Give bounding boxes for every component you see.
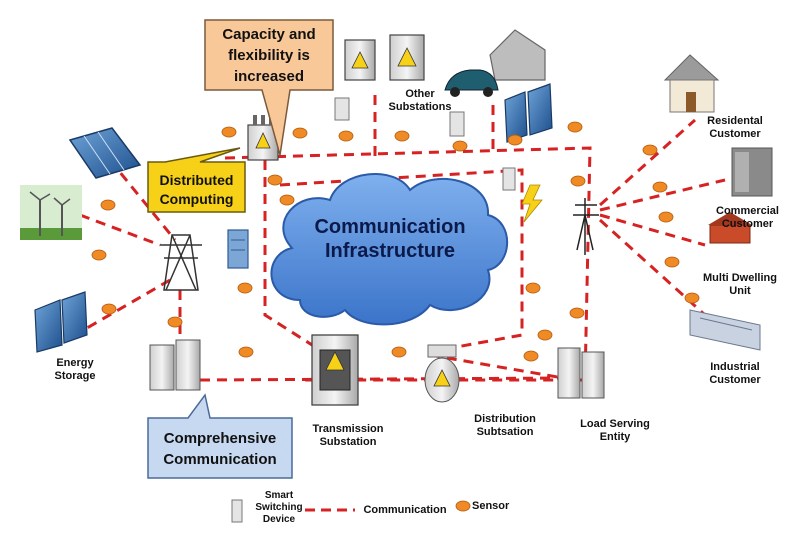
distribution-substation-icon bbox=[424, 344, 460, 403]
label-distribution: Distribution Subtsation bbox=[474, 413, 536, 438]
transmission-tower-icon bbox=[160, 234, 202, 291]
solar-panel-icon bbox=[68, 127, 142, 179]
sensor-icon bbox=[338, 130, 354, 142]
comprehensive-substation-icon bbox=[149, 339, 201, 391]
label-transmission: Transmission Substation bbox=[312, 423, 384, 448]
label-energy-storage: Energy Storage bbox=[54, 357, 96, 382]
sensor-icon bbox=[507, 134, 523, 146]
sensor-icon bbox=[237, 282, 253, 294]
commercial-building-icon bbox=[731, 147, 773, 197]
legend-smart-switch-label: Smart Switching Device bbox=[255, 490, 303, 525]
callout-comprehensive bbox=[147, 393, 293, 479]
sensor-icon bbox=[279, 194, 295, 206]
load-serving-entity-icon bbox=[557, 347, 605, 399]
sensor-icon bbox=[537, 329, 553, 341]
residential-house-icon bbox=[663, 54, 720, 113]
legend-communication-label: Communication bbox=[363, 504, 447, 516]
callout-distributed-text: Distributed Computing bbox=[159, 172, 234, 207]
comm-to-wind bbox=[79, 213, 161, 247]
sensor-icon bbox=[100, 199, 116, 211]
callout-comprehensive-text: Comprehensive Communication bbox=[163, 430, 277, 468]
server-icon bbox=[227, 229, 249, 269]
comm-to-mdu bbox=[599, 213, 706, 247]
sensor-icon bbox=[684, 292, 700, 304]
comm-bottom-row bbox=[199, 376, 571, 382]
smart-switch-2 bbox=[449, 111, 465, 137]
sensor-icon bbox=[394, 130, 410, 142]
label-industrial: Industrial Customer bbox=[709, 361, 761, 386]
sensor-icon bbox=[167, 316, 183, 328]
comm-inner-rect bbox=[279, 168, 524, 352]
sensor-icon bbox=[267, 174, 283, 186]
house-icon bbox=[489, 29, 546, 81]
smart-switch-1 bbox=[334, 97, 350, 121]
electric-car-icon bbox=[444, 69, 499, 97]
smart-switch-3 bbox=[502, 167, 516, 191]
other-substations-icon bbox=[344, 34, 425, 81]
comm-to-commercial bbox=[599, 178, 726, 212]
comm-tower-to-storage bbox=[74, 278, 171, 337]
label-residential: Residental Customer bbox=[707, 115, 763, 140]
sensor-icon bbox=[452, 140, 468, 152]
comm-bottom-right bbox=[429, 353, 576, 382]
sensor-icon bbox=[570, 175, 586, 187]
communication-cloud bbox=[270, 173, 509, 326]
comm-to-industrial bbox=[598, 218, 707, 317]
comm-to-solar bbox=[108, 159, 177, 241]
sensor-icon bbox=[101, 303, 117, 315]
wind-turbine-icon bbox=[20, 185, 82, 240]
sensor-markers bbox=[91, 121, 700, 362]
callout-capacity-text: Capacity and flexibility is increased bbox=[222, 26, 316, 85]
sensor-icon bbox=[391, 346, 407, 358]
transmission-substation-icon bbox=[311, 334, 359, 406]
comm-to-residential bbox=[598, 118, 697, 207]
rooftop-solar-icon bbox=[504, 83, 553, 143]
legend bbox=[231, 499, 471, 523]
energy-storage-icon bbox=[34, 291, 88, 353]
label-commercial: Commercial Customer bbox=[716, 205, 779, 230]
callout-capacity bbox=[204, 19, 334, 156]
sensor-icon bbox=[658, 211, 674, 223]
legend-sensor-icon bbox=[455, 500, 471, 512]
sensor-icon bbox=[221, 126, 237, 138]
multi-dwelling-icon bbox=[708, 212, 752, 244]
legend-smart-switch-icon bbox=[231, 499, 243, 523]
sensor-icon bbox=[523, 350, 539, 362]
sensor-icon bbox=[292, 127, 308, 139]
sensor-icon bbox=[525, 282, 541, 294]
callout-distributed bbox=[147, 147, 246, 213]
legend-sensor-label: Sensor bbox=[472, 500, 510, 512]
label-load-serving: Load Serving Entity bbox=[580, 418, 650, 443]
label-other-substations: Other Substations bbox=[388, 88, 452, 113]
cloud-title: Communication Infrastructure bbox=[314, 216, 466, 262]
sensor-icon bbox=[652, 181, 668, 193]
sensor-icon bbox=[238, 346, 254, 358]
comm-left-vertical bbox=[263, 160, 321, 352]
sensor-icon bbox=[664, 256, 680, 268]
smart-switch-icons bbox=[334, 97, 516, 191]
industrial-icon bbox=[689, 309, 761, 351]
sensor-icon bbox=[642, 144, 658, 156]
sensor-icon bbox=[569, 307, 585, 319]
sensor-icon bbox=[91, 249, 107, 261]
label-multi-dwelling: Multi Dwelling Unit bbox=[703, 272, 777, 297]
distribution-tower-icon bbox=[573, 198, 599, 255]
lightning-icon bbox=[521, 184, 543, 223]
sensor-icon bbox=[567, 121, 583, 133]
